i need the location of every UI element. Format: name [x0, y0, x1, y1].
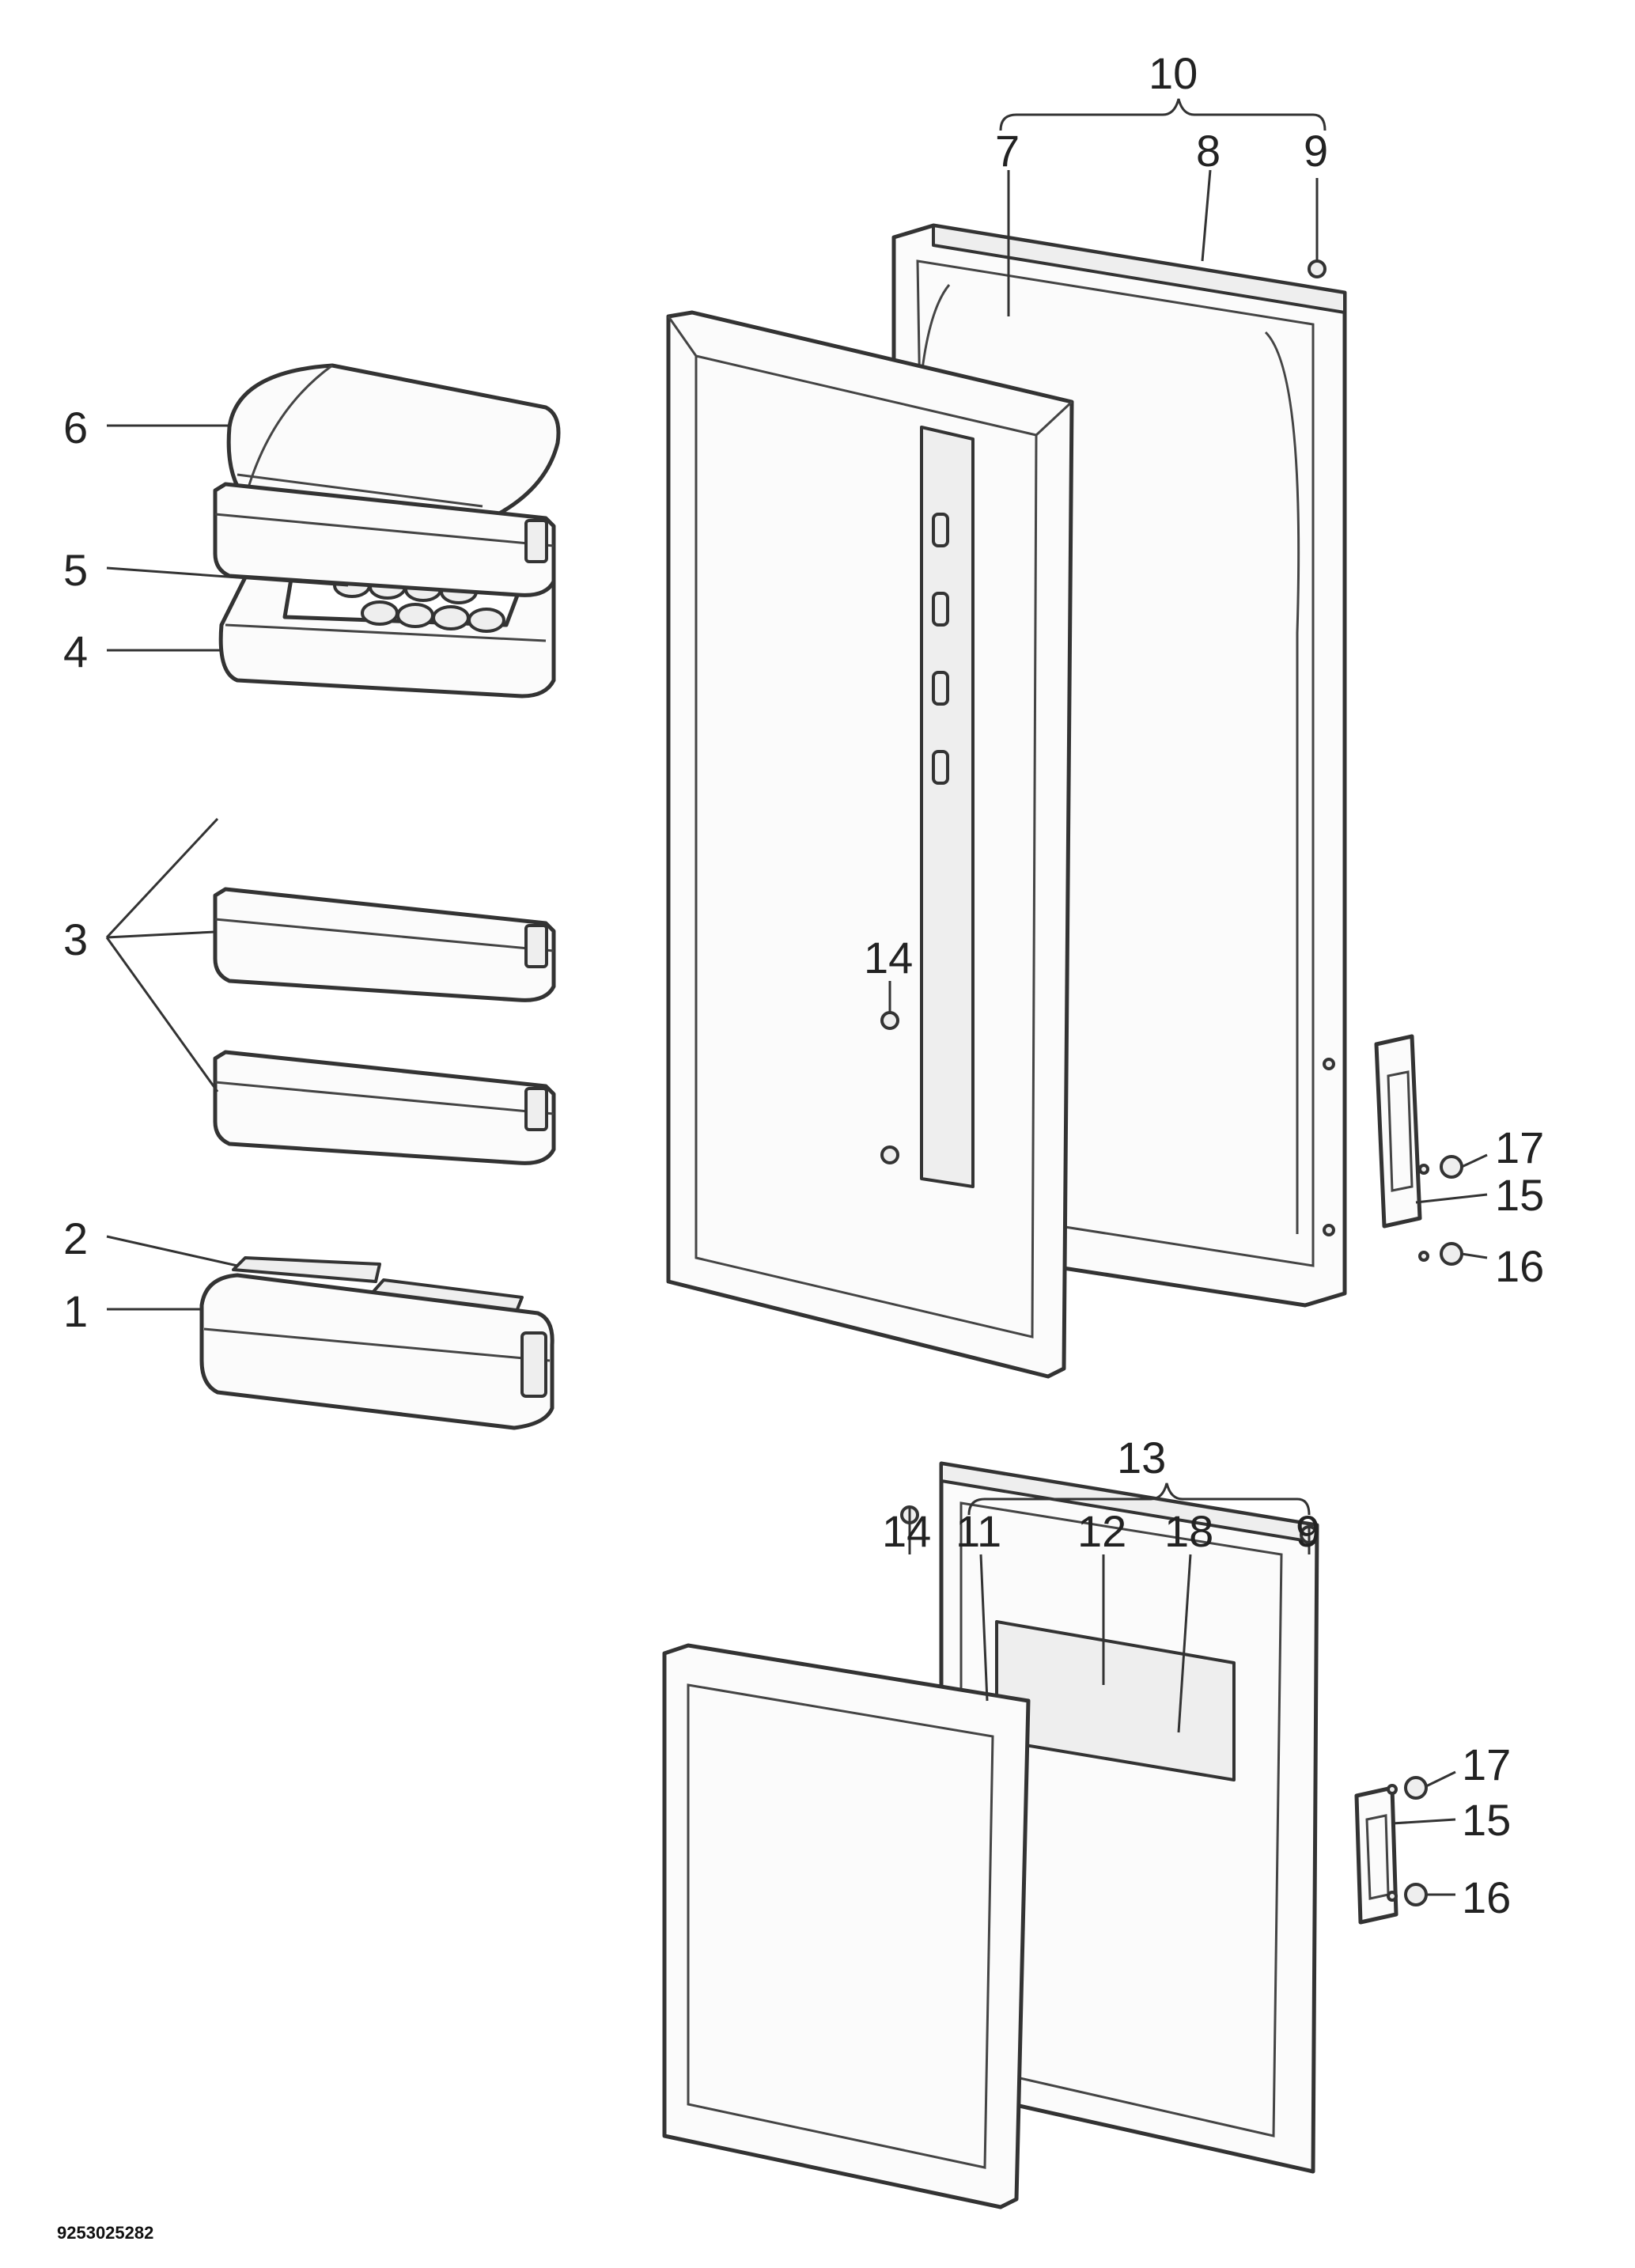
label-part-9-bottom: 9 [1296, 1506, 1320, 1556]
label-part-4: 4 [63, 627, 88, 676]
label-part-11: 11 [956, 1506, 1001, 1556]
part-3-door-balcony-1 [213, 482, 556, 597]
label-part-14-top: 14 [864, 933, 913, 983]
part-1-bottom-balcony [199, 1273, 554, 1430]
document-number: 9253025282 [57, 2223, 154, 2243]
part-3-door-balcony-3 [213, 1050, 556, 1165]
door-liner-rail [920, 426, 975, 1188]
label-part-15-top: 15 [1495, 1170, 1544, 1220]
part-9-hinge-bushing-top [1308, 259, 1327, 278]
part-11-freezer-gasket [662, 1643, 1031, 2209]
label-part-6: 6 [63, 403, 88, 452]
part-16-cap-bottom [1387, 1883, 1428, 1906]
brace-10 [999, 98, 1327, 131]
part-7-door-gasket [666, 310, 1074, 1379]
part-3-door-balcony-2 [213, 887, 556, 1002]
part-16-cap-top [1418, 1242, 1463, 1266]
leader-lines [105, 169, 1488, 1896]
brace-13 [967, 1482, 1311, 1516]
label-part-13: 13 [1117, 1433, 1166, 1482]
label-part-15-bottom: 15 [1462, 1795, 1511, 1845]
label-part-3: 3 [63, 914, 88, 964]
label-part-18: 18 [1164, 1506, 1213, 1556]
label-part-10: 10 [1149, 48, 1198, 98]
part-15-door-handle-top [1374, 1034, 1422, 1229]
label-part-16-bottom: 16 [1462, 1872, 1511, 1922]
label-part-16-top: 16 [1495, 1241, 1544, 1291]
part-14-screw-top [880, 1011, 899, 1164]
label-part-5: 5 [63, 545, 88, 595]
label-part-8: 8 [1196, 126, 1221, 176]
part-17-cap-top [1418, 1155, 1463, 1179]
label-part-17-top: 17 [1495, 1123, 1544, 1172]
label-part-14-bottom: 14 [882, 1506, 931, 1556]
label-part-12: 12 [1077, 1506, 1126, 1556]
part-17-cap-bottom [1387, 1776, 1428, 1800]
label-part-1: 1 [63, 1286, 88, 1336]
label-part-9-top: 9 [1304, 126, 1328, 176]
label-part-17-bottom: 17 [1462, 1740, 1511, 1789]
label-part-2: 2 [63, 1214, 88, 1263]
part-15-door-handle-bottom [1354, 1785, 1398, 1925]
label-part-7: 7 [995, 126, 1020, 176]
